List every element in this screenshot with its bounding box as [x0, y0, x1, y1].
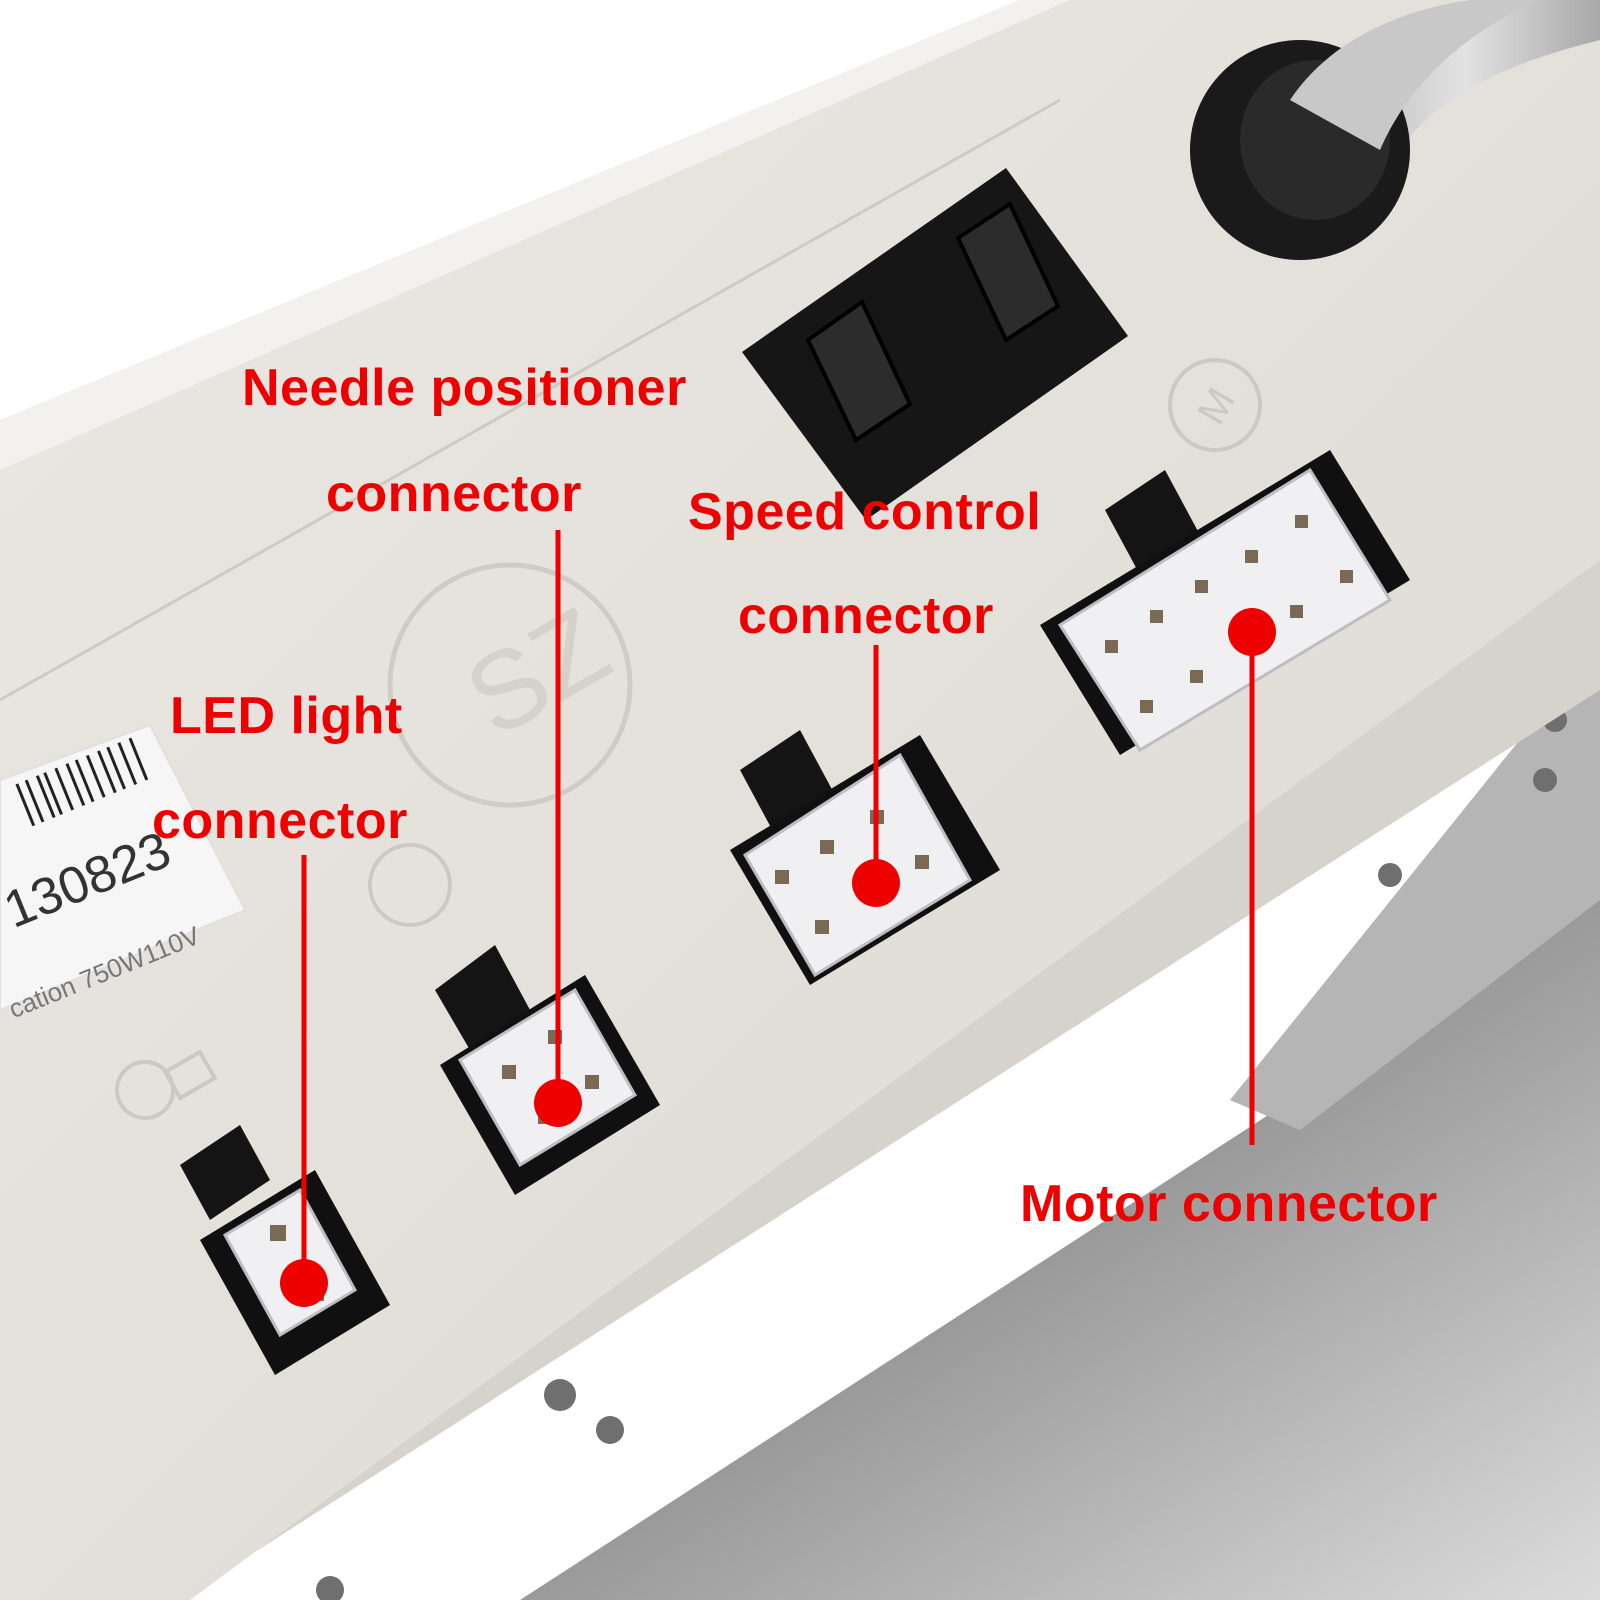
housing-edge-line — [0, 98, 1061, 702]
housing-top-edge — [0, 0, 1070, 470]
led-pointer-dot — [280, 1259, 328, 1307]
ac-socket — [742, 168, 1128, 520]
needle-label-line2: connector — [326, 465, 582, 523]
led-light-connector — [180, 1125, 390, 1375]
power-cable — [1190, 0, 1600, 260]
needle-label-line1: Needle positioner — [242, 359, 687, 417]
metal-chassis-side — [1230, 640, 1600, 1130]
speed-label-line1: Speed control — [688, 483, 1042, 541]
needle-pointer-dot — [534, 1079, 582, 1127]
motor-label: Motor connector — [1020, 1175, 1438, 1233]
speed-label-line2: connector — [738, 587, 994, 645]
needle-positioner-connector — [435, 945, 660, 1195]
motor-pointer-dot — [1228, 608, 1276, 656]
chassis-screws — [316, 648, 1572, 1600]
led-label-line2: connector — [152, 792, 408, 850]
speed-pointer-dot — [852, 859, 900, 907]
speed-control-connector — [730, 730, 1000, 985]
annotation-dots — [280, 608, 1276, 1307]
motor-connector — [1040, 450, 1410, 755]
led-label-line1: LED light — [170, 687, 403, 745]
annotation-pointers — [301, 530, 1255, 1280]
